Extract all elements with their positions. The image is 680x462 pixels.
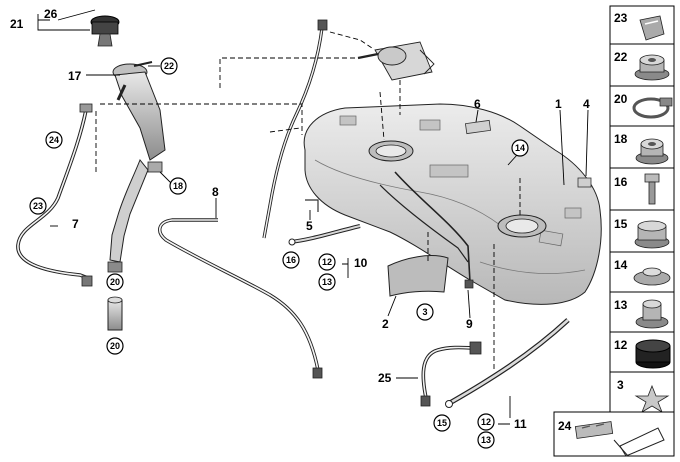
legend-label-3: 3	[617, 378, 624, 392]
svg-text:13: 13	[481, 435, 491, 445]
nut-22-icon	[634, 54, 670, 81]
activated-charcoal-filter	[357, 41, 435, 81]
svg-text:3: 3	[422, 307, 427, 317]
callout-2: 2	[382, 317, 389, 331]
svg-text:20: 20	[110, 277, 120, 287]
legend-label-22: 22	[614, 50, 628, 64]
callout-1: 1	[555, 97, 562, 111]
filler-neck	[109, 63, 166, 263]
svg-text:23: 23	[33, 201, 43, 211]
clip-23-icon	[639, 15, 665, 41]
arrow-icon	[613, 427, 665, 457]
callout-circle-15: 15	[433, 414, 451, 432]
legend-label-20: 20	[614, 92, 628, 106]
vent-line-upper	[262, 19, 328, 239]
callout-circle-13-lower: 13	[477, 431, 495, 449]
legend-label-23: 23	[614, 11, 628, 25]
clip-5	[305, 199, 319, 212]
svg-text:12: 12	[322, 257, 332, 267]
legend-label-24: 24	[558, 419, 572, 433]
callouts-circled: 22 24 23 18 20 20 16 12 13 3 14 15 12 13	[29, 57, 529, 449]
callout-circle-23: 23	[29, 197, 47, 215]
strap-11	[445, 318, 570, 408]
callout-6: 6	[474, 97, 481, 111]
hose-coupling-20-lower	[107, 296, 123, 331]
svg-text:16: 16	[286, 255, 296, 265]
reference-lines	[95, 31, 521, 372]
svg-text:12: 12	[481, 417, 491, 427]
callout-25: 25	[378, 371, 392, 385]
svg-text:14: 14	[515, 143, 525, 153]
legend-label-15: 15	[614, 217, 628, 231]
svg-text:18: 18	[173, 181, 183, 191]
vent-hose-7	[16, 103, 93, 287]
callout-9: 9	[466, 317, 473, 331]
fuel-tank	[303, 103, 602, 305]
svg-text:24: 24	[49, 135, 59, 145]
hose-coupling-20-upper	[107, 261, 123, 273]
clip-3-icon	[634, 384, 670, 413]
callout-circle-12-lower: 12	[477, 413, 495, 431]
legend-label-14: 14	[614, 258, 628, 272]
line-9	[394, 171, 474, 289]
callouts-plain: 26 21 17 7 8 5 10 2 9 25 11 6 1 4	[10, 7, 590, 431]
callout-circle-16: 16	[282, 251, 300, 269]
callout-circle-12-upper: 12	[318, 253, 336, 271]
hose-25	[420, 341, 482, 407]
callout-circle-13-upper: 13	[318, 273, 336, 291]
legend-label-13: 13	[614, 298, 628, 312]
strap-10	[288, 224, 361, 246]
callout-11: 11	[514, 417, 527, 431]
pad-4	[577, 177, 592, 188]
legend-label-16: 16	[614, 175, 628, 189]
svg-text:13: 13	[322, 277, 332, 287]
nut-13-icon	[635, 299, 669, 329]
seal-pad-6	[464, 119, 492, 135]
svg-text:22: 22	[164, 61, 174, 71]
callout-5: 5	[306, 219, 313, 233]
heat-shield-2	[387, 255, 449, 297]
callout-circle-24: 24	[45, 131, 63, 149]
nut-18-icon	[635, 138, 669, 165]
callout-circle-20-upper: 20	[106, 273, 124, 291]
callout-circle-18: 18	[169, 177, 187, 195]
callout-circle-3: 3	[416, 303, 434, 321]
callout-circle-14: 14	[511, 139, 529, 157]
bolt-16-icon	[644, 173, 660, 205]
parts-legend: 23 22 20 18 16 15 14 13 12 3	[553, 5, 675, 457]
callout-26: 26	[44, 7, 58, 21]
callout-circle-20-lower: 20	[106, 337, 124, 355]
nut-15-icon	[634, 220, 670, 249]
legend-label-12: 12	[614, 338, 628, 352]
rubber-mount-12-icon	[635, 339, 671, 369]
fuel-line-8	[158, 218, 323, 379]
callout-21: 21	[10, 17, 24, 31]
hose-clamp-20-icon	[632, 97, 673, 119]
leader-lines	[37, 9, 589, 425]
callout-circle-22: 22	[160, 57, 178, 75]
filler-clamp-22	[133, 61, 153, 67]
legend-label-18: 18	[614, 132, 628, 146]
hose-section-24-icon	[574, 421, 614, 439]
callout-4: 4	[583, 97, 590, 111]
callout-7: 7	[72, 217, 79, 231]
svg-text:15: 15	[437, 418, 447, 428]
callout-10: 10	[354, 256, 368, 270]
callout-17: 17	[68, 69, 82, 83]
washer-14-icon	[633, 267, 671, 286]
svg-text:20: 20	[110, 341, 120, 351]
filler-cap	[90, 15, 120, 47]
callout-8: 8	[212, 185, 219, 199]
